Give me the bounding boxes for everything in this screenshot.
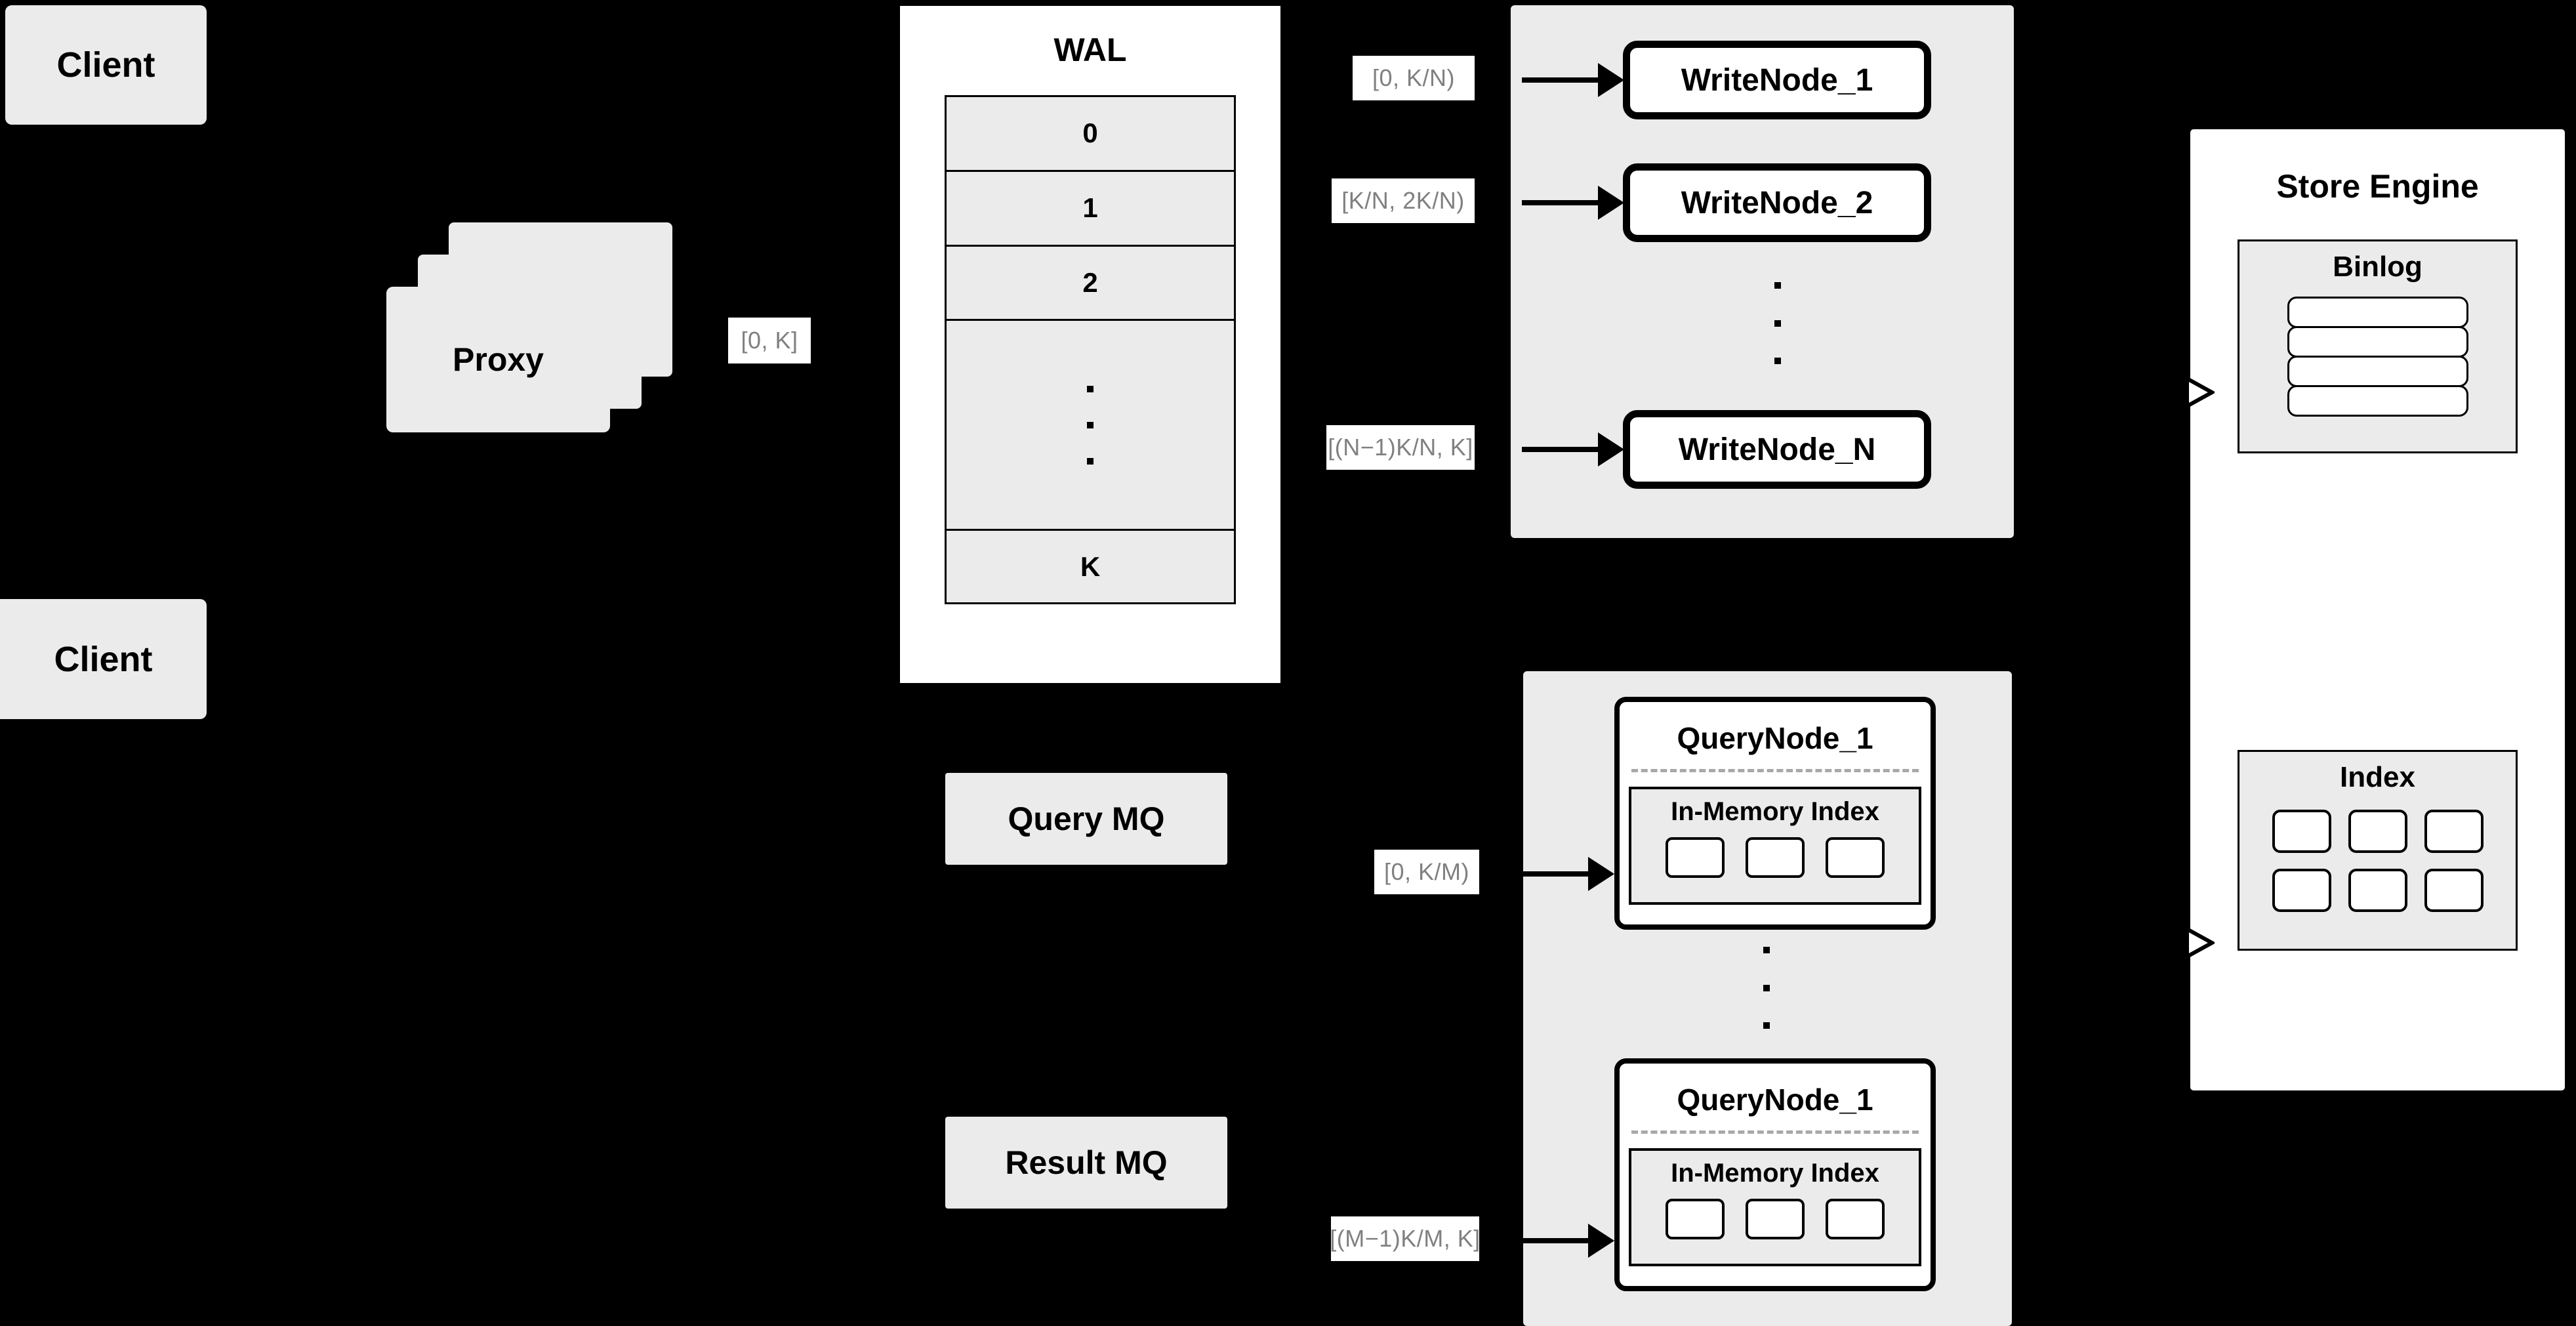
arrow-line-write-1 — [1522, 77, 1601, 83]
arrow-line-to-binlog — [2151, 390, 2192, 395]
write-node-1[interactable]: WriteNode_1 — [1623, 41, 1931, 119]
query-node-1-separator — [1631, 769, 1919, 772]
store-engine-panel: Store Engine Binlog Index — [2187, 126, 2568, 1094]
query-node-m-inmemory-index: In-Memory Index — [1629, 1148, 1921, 1266]
arrow-line-to-index — [2151, 941, 2192, 945]
arrow-head-write-n — [1598, 432, 1624, 466]
index-chip — [2424, 810, 2484, 853]
client-node-2[interactable]: Client — [0, 599, 207, 719]
query-mq-node[interactable]: Query MQ — [945, 773, 1227, 865]
query-cluster-vertical-ellipsis — [1763, 947, 1770, 1029]
arrow-line-write-2 — [1522, 200, 1601, 205]
wal-row: 2 — [947, 246, 1234, 321]
arrow-head-write-2 — [1598, 186, 1624, 220]
wal-row-ellipsis — [947, 321, 1234, 531]
edge-label-query-m: [(M−1)K/M, K] — [1330, 1216, 1481, 1261]
arrow-head-query-1 — [1588, 857, 1614, 891]
edge-label-write-1-text: [0, K/N) — [1372, 64, 1456, 91]
wal-row: K — [947, 531, 1234, 602]
index-chip — [1826, 1199, 1885, 1239]
wal-entry-table: 0 1 2 K — [945, 95, 1236, 604]
write-cluster-vertical-ellipsis — [1774, 282, 1782, 364]
index-panel: Index — [2238, 750, 2518, 951]
index-chip — [2272, 810, 2331, 853]
query-node-1-inmemory-index: In-Memory Index — [1629, 787, 1921, 905]
write-node-2-label: WriteNode_2 — [1681, 185, 1873, 220]
wal-panel: WAL 0 1 2 K — [897, 3, 1283, 686]
arrow-line-write-n — [1522, 447, 1601, 452]
arrow-line-query-m — [1509, 1238, 1591, 1243]
edge-label-query-1-text: [0, K/M) — [1383, 858, 1470, 885]
binlog-bar — [2287, 326, 2468, 358]
edge-label-query-m-text: [(M−1)K/M, K] — [1330, 1225, 1481, 1252]
query-node-1[interactable]: QueryNode_1 In-Memory Index — [1614, 697, 1936, 930]
binlog-bar — [2287, 356, 2468, 387]
index-chip — [2348, 810, 2407, 853]
index-chip — [2272, 869, 2331, 912]
wal-title: WAL — [1053, 31, 1127, 68]
edge-label-write-n-text: [(N−1)K/N, K] — [1328, 434, 1473, 461]
wal-row: 1 — [947, 171, 1234, 247]
write-node-1-label: WriteNode_1 — [1681, 62, 1873, 98]
index-chip — [1666, 1199, 1725, 1239]
query-mq-label: Query MQ — [1008, 800, 1165, 837]
binlog-panel: Binlog — [2238, 239, 2518, 453]
index-chip — [1666, 837, 1725, 878]
edge-label-write-n: [(N−1)K/N, K] — [1326, 425, 1475, 470]
edge-label-write-1: [0, K/N) — [1353, 56, 1475, 100]
result-mq-label: Result MQ — [1005, 1144, 1168, 1181]
write-node-n[interactable]: WriteNode_N — [1623, 410, 1931, 489]
query-node-1-index-title: In-Memory Index — [1671, 797, 1879, 826]
proxy-stack-notch — [610, 331, 646, 372]
query-node-m-separator — [1631, 1130, 1919, 1134]
binlog-title: Binlog — [2333, 251, 2423, 283]
arrow-head-write-1 — [1598, 63, 1624, 97]
query-node-m-index-title: In-Memory Index — [1671, 1159, 1879, 1188]
proxy-label: Proxy — [453, 341, 544, 378]
index-chip — [2424, 869, 2484, 912]
client-node-2-label: Client — [54, 639, 153, 679]
write-node-2[interactable]: WriteNode_2 — [1623, 163, 1931, 242]
edge-label-write-2: [K/N, 2K/N) — [1332, 178, 1475, 223]
query-node-m-title: QueryNode_1 — [1677, 1083, 1873, 1117]
store-engine-title: Store Engine — [2276, 168, 2479, 205]
index-chip — [2348, 869, 2407, 912]
arrow-head-to-index — [2184, 926, 2215, 959]
write-node-n-label: WriteNode_N — [1678, 432, 1876, 467]
client-node-1-label: Client — [56, 45, 155, 85]
index-title: Index — [2340, 761, 2415, 793]
wal-vertical-ellipsis — [1087, 385, 1094, 465]
arrow-head-to-binlog — [2184, 376, 2215, 409]
query-node-1-title: QueryNode_1 — [1677, 721, 1873, 755]
binlog-bar — [2287, 297, 2468, 328]
arrow-line-query-1 — [1509, 871, 1591, 877]
index-chip — [1746, 1199, 1805, 1239]
client-node-1[interactable]: Client — [5, 5, 207, 125]
wal-row: 0 — [947, 97, 1234, 172]
index-chip — [1746, 837, 1805, 878]
edge-label-proxy-to-wal-text: [0, K] — [741, 327, 798, 354]
proxy-node[interactable]: Proxy — [386, 287, 610, 432]
edge-label-proxy-to-wal: [0, K] — [728, 318, 811, 363]
binlog-bar — [2287, 385, 2468, 417]
result-mq-node[interactable]: Result MQ — [945, 1117, 1227, 1209]
arrow-head-query-m — [1588, 1224, 1614, 1258]
edge-label-write-2-text: [K/N, 2K/N) — [1341, 187, 1465, 214]
query-node-m[interactable]: QueryNode_1 In-Memory Index — [1614, 1058, 1936, 1291]
index-chip — [1826, 837, 1885, 878]
edge-label-query-1: [0, K/M) — [1374, 850, 1479, 894]
